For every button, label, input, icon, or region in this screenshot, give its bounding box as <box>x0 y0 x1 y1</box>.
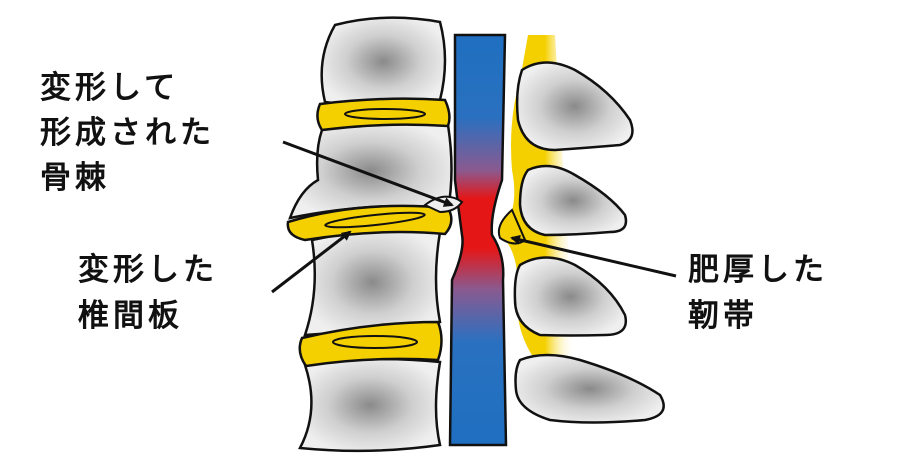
label-line: 椎間板 <box>78 298 183 334</box>
disc-arrow <box>271 230 352 294</box>
label-line: 靭帯 <box>688 298 758 334</box>
label-line: 変形した <box>78 252 218 288</box>
disc-label: 変形した 椎間板 <box>78 252 218 334</box>
osteophyte-arrow <box>282 140 454 207</box>
intervertebral-discs <box>286 97 453 368</box>
label-line: 肥厚した <box>688 252 828 288</box>
osteophyte-label: 変形して 形成された 骨棘 <box>40 70 215 196</box>
label-line: 骨棘 <box>40 160 110 196</box>
spinal-cord <box>448 33 508 447</box>
ligament-arrow <box>510 234 677 278</box>
label-line: 変形して <box>40 70 179 106</box>
vertebral-bodies <box>288 16 453 453</box>
posterior-elements <box>513 61 665 424</box>
ligament-label: 肥厚した 靭帯 <box>688 252 828 334</box>
label-line: 形成された <box>40 115 215 151</box>
deformed-disc <box>286 204 453 242</box>
